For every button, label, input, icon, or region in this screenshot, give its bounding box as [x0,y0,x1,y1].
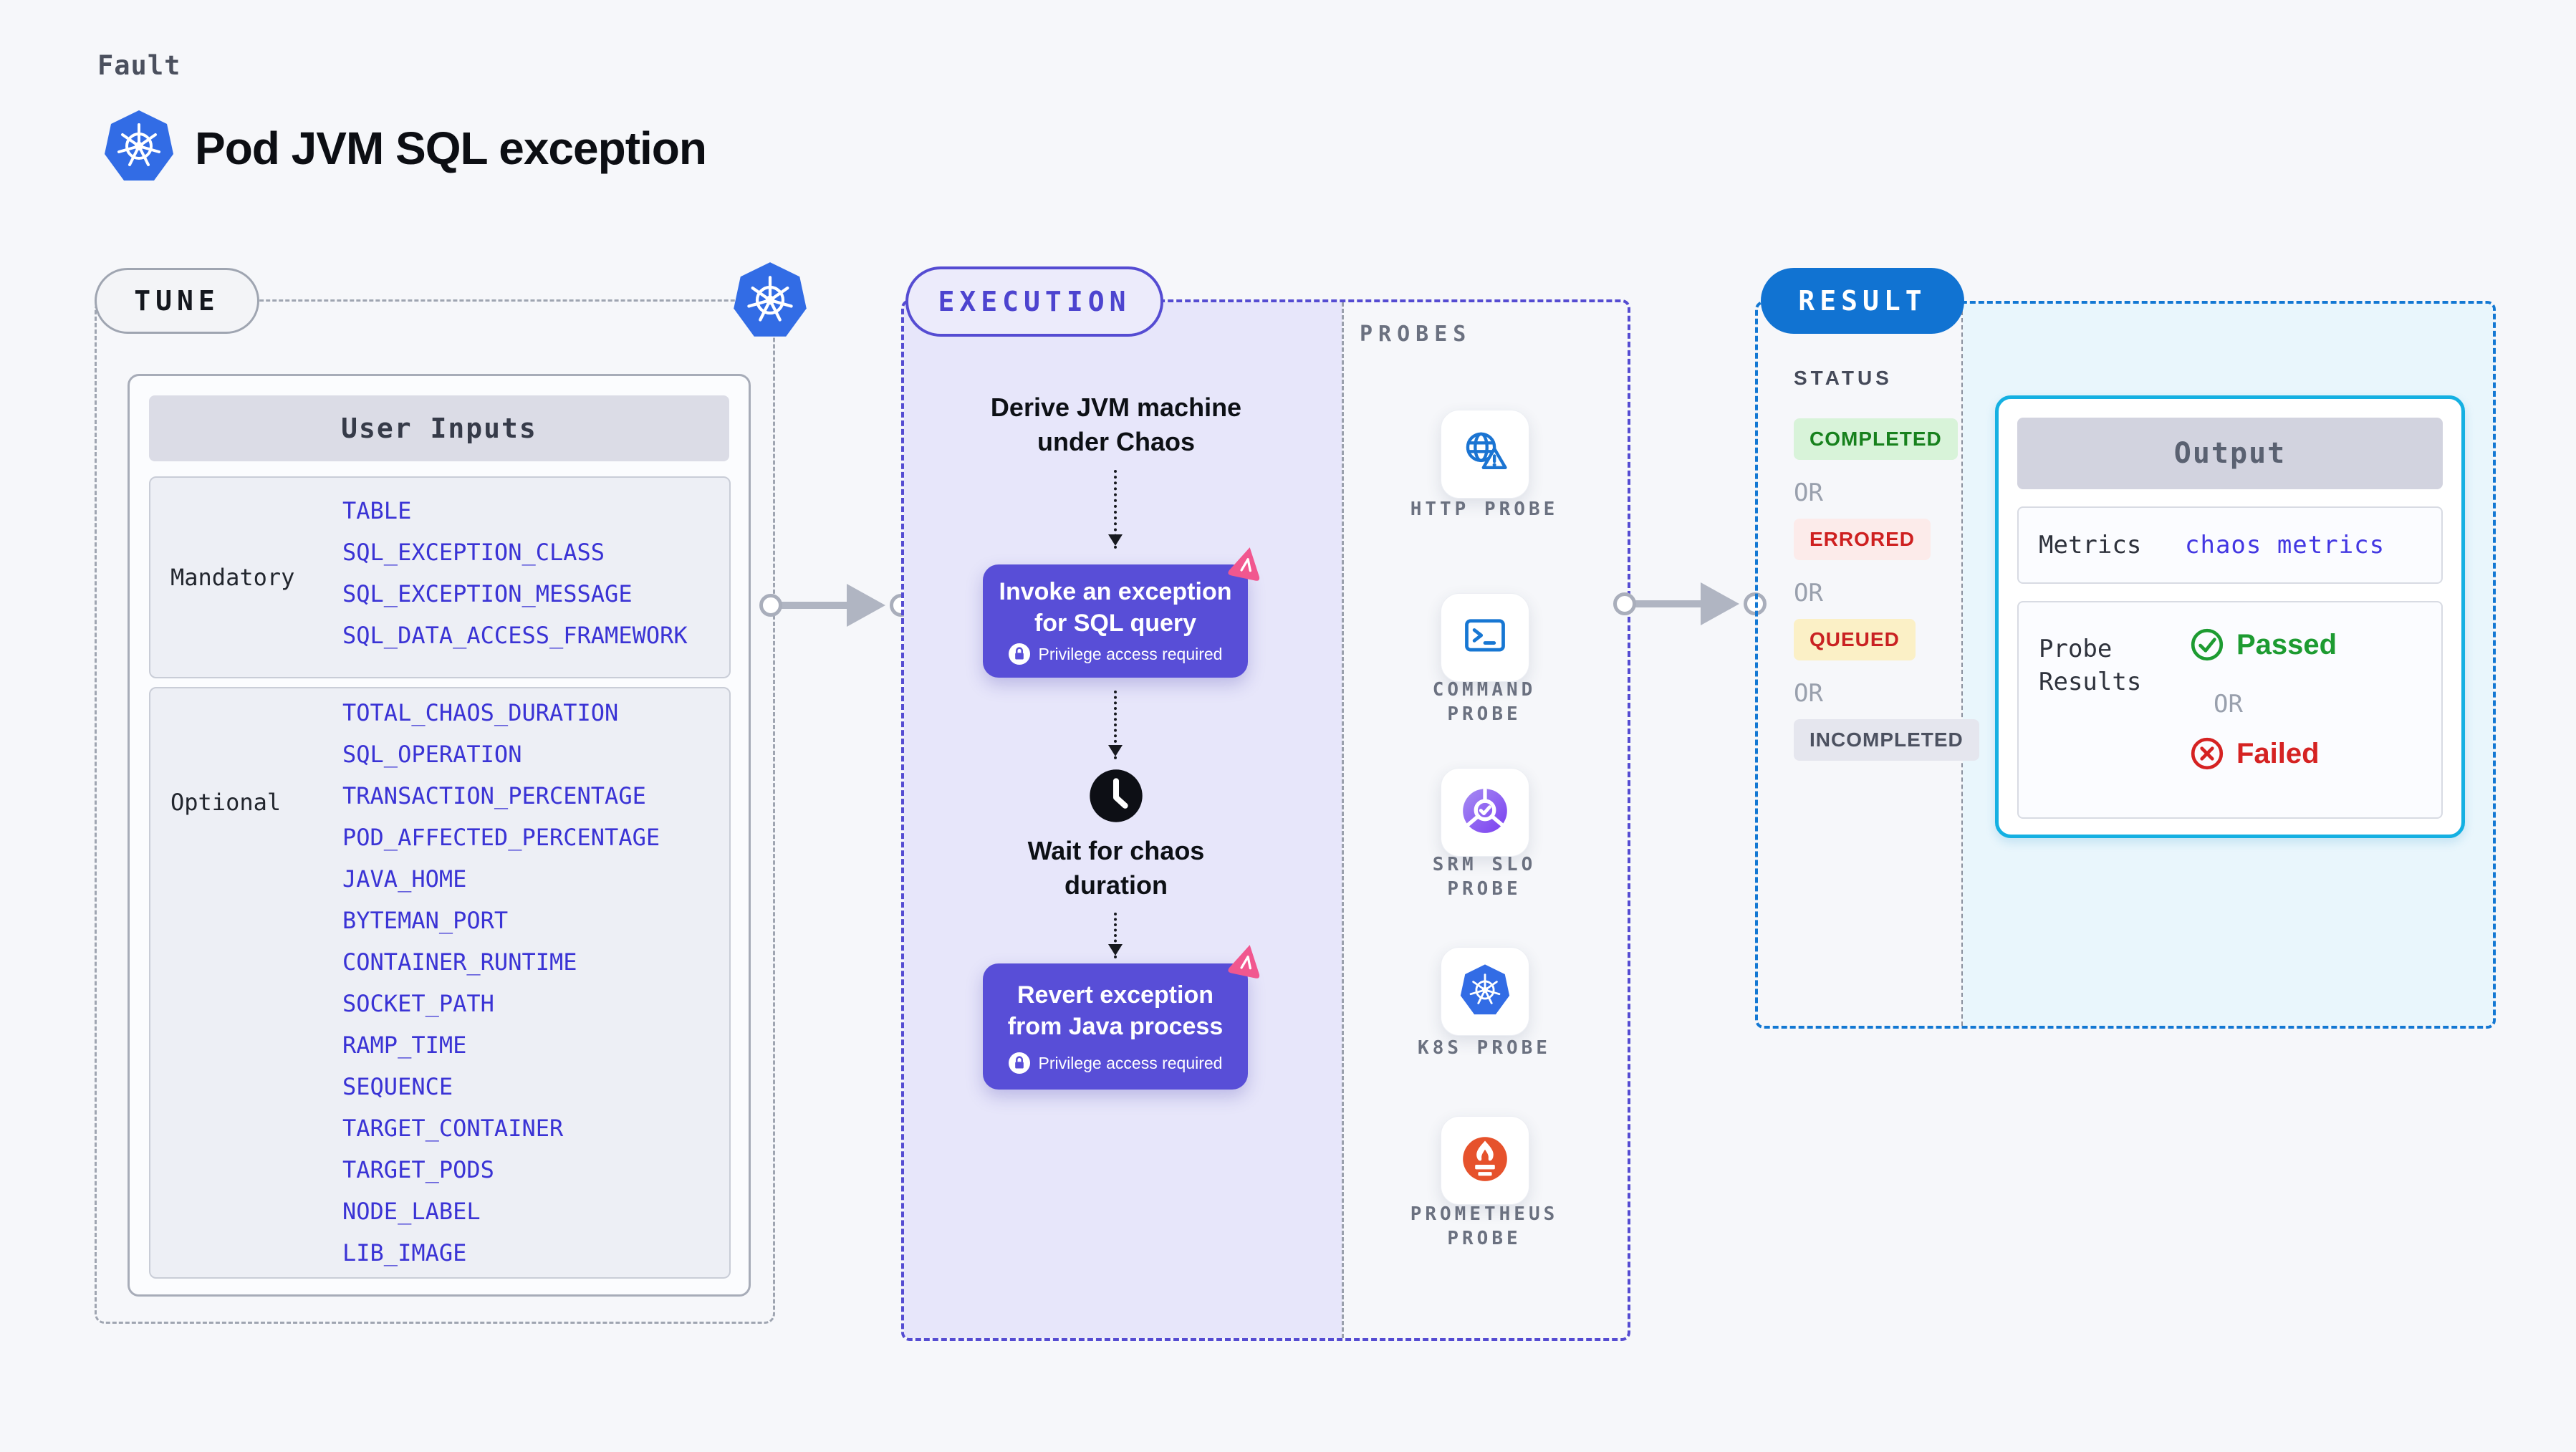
or-separator: OR [1794,679,1823,708]
or-separator: OR [1794,479,1823,507]
arrow-head [847,584,885,627]
mandatory-row: Mandatory TABLE SQL_EXCEPTION_CLASS SQL_… [149,476,731,678]
input-variable: NODE_LABEL [342,1198,481,1225]
input-variable: SEQUENCE [342,1073,453,1100]
probe-results-row: Probe Results Passed OR Failed [2017,601,2443,819]
status-heading: STATUS [1794,367,1893,389]
invoke-exception-node: Invoke an exception for SQL query Privil… [983,547,1260,678]
input-variable: SQL_OPERATION [342,741,522,768]
probe-label: SRM SLO PROBE [1432,854,1537,900]
http-probe-card [1441,410,1529,499]
page-title: Pod JVM SQL exception [195,122,707,174]
tune-section-box [95,299,775,1324]
result-divider [1961,304,1963,1026]
wait-step-text: Wait for chaos duration [1027,836,1205,900]
input-variable: SQL_EXCEPTION_CLASS [342,539,605,566]
input-variable: TARGET_CONTAINER [342,1115,564,1142]
probe-results-label: Probe Results [2039,635,2142,696]
probe-label: HTTP PROBE [1410,499,1559,520]
input-variable: TRANSACTION_PERCENTAGE [342,782,646,809]
or-separator: OR [1794,579,1823,607]
privilege-note: Privilege access required [1038,1053,1223,1072]
flow-dotted-arrow [1108,470,1123,549]
connector-dot [759,594,782,617]
execution-pill: EXECUTION [905,266,1163,337]
input-variable: POD_AFFECTED_PERCENTAGE [342,824,660,851]
failed-text: Failed [2236,737,2320,769]
status-badge-completed: COMPLETED [1794,418,1958,460]
probe-label: K8S PROBE [1418,1037,1551,1059]
input-variable: RAMP_TIME [342,1032,467,1059]
user-inputs-header: User Inputs [149,395,729,461]
prometheus-icon [1461,1135,1509,1187]
litmus-badge-icon [1226,543,1267,583]
node-title: Invoke an exception for SQL query [999,578,1232,637]
failed-result: Failed [2189,736,2320,771]
revert-exception-node: Revert exception from Java process Privi… [983,945,1260,1090]
fault-kicker: Fault [97,50,181,81]
input-variable: SOCKET_PATH [342,990,494,1017]
passed-text: Passed [2236,628,2337,660]
metrics-value: chaos metrics [2185,531,2385,559]
derive-step-text: Derive JVM machine under Chaos [990,393,1242,456]
status-badge-incompleted: INCOMPLETED [1794,719,1979,761]
metrics-label: Metrics [2039,531,2142,559]
metrics-row: Metrics chaos metrics [2017,506,2443,584]
flow-dotted-arrow [1108,913,1123,958]
litmus-badge-icon [1226,941,1267,981]
status-badge-queued: QUEUED [1794,619,1916,660]
lock-icon [1008,1052,1030,1074]
arrow-line [1632,600,1724,607]
kubernetes-icon [1459,963,1511,1020]
user-inputs-table: User Inputs Mandatory TABLE SQL_EXCEPTIO… [128,374,751,1297]
probe-label: PROMETHEUS PROBE [1410,1203,1559,1249]
input-variable: BYTEMAN_PORT [342,907,509,934]
mandatory-values: TABLE SQL_EXCEPTION_CLASS SQL_EXCEPTION_… [342,498,688,649]
srm-slo-probe-card [1441,768,1529,857]
input-variable: TOTAL_CHAOS_DURATION [342,699,619,726]
globe-alert-icon [1460,428,1510,481]
node-title: Revert exception from Java process [1007,981,1224,1040]
privilege-row: Privilege access required [983,1052,1248,1074]
row-label: Optional [170,789,282,816]
input-variable: SQL_DATA_ACCESS_FRAMEWORK [342,622,688,649]
k8s-probe-card [1441,947,1529,1036]
probes-divider [1342,302,1344,1338]
kubernetes-icon [732,261,808,340]
passed-result: Passed [2189,627,2337,663]
prometheus-probe-card [1441,1116,1529,1205]
tune-pill: TUNE [95,268,259,334]
clock-icon [1088,768,1144,824]
probe-label: COMMAND PROBE [1432,679,1537,725]
result-pill: RESULT [1761,268,1964,334]
row-label: Mandatory [170,564,295,591]
status-badge-errored: ERRORED [1794,519,1931,560]
command-probe-card [1441,593,1529,682]
kubernetes-icon [103,109,175,183]
input-variable: CONTAINER_RUNTIME [342,948,577,976]
arrow-head [1701,582,1739,625]
check-circle-icon [2189,627,2225,663]
arrow-line [778,602,870,609]
connector-dot [1613,592,1636,615]
slo-check-icon [1461,787,1509,839]
input-variable: TABLE [342,497,412,524]
input-variable: TARGET_PODS [342,1156,494,1183]
input-variable: SQL_EXCEPTION_MESSAGE [342,580,633,607]
privilege-note: Privilege access required [1038,644,1223,663]
output-card: Output Metrics chaos metrics Probe Resul… [1995,395,2465,838]
input-variable: LIB_IMAGE [342,1239,467,1266]
optional-row: Optional TOTAL_CHAOS_DURATION SQL_OPERAT… [149,687,731,1279]
probes-heading: PROBES [1360,322,1472,347]
terminal-icon [1461,612,1509,664]
lock-icon [1008,643,1030,665]
output-header: Output [2017,418,2443,489]
flow-dotted-arrow [1108,691,1123,759]
input-variable: JAVA_HOME [342,865,467,893]
optional-values: TOTAL_CHAOS_DURATION SQL_OPERATION TRANS… [342,700,660,1266]
or-separator: OR [2214,690,2243,718]
x-circle-icon [2189,736,2225,771]
privilege-row: Privilege access required [983,643,1248,665]
